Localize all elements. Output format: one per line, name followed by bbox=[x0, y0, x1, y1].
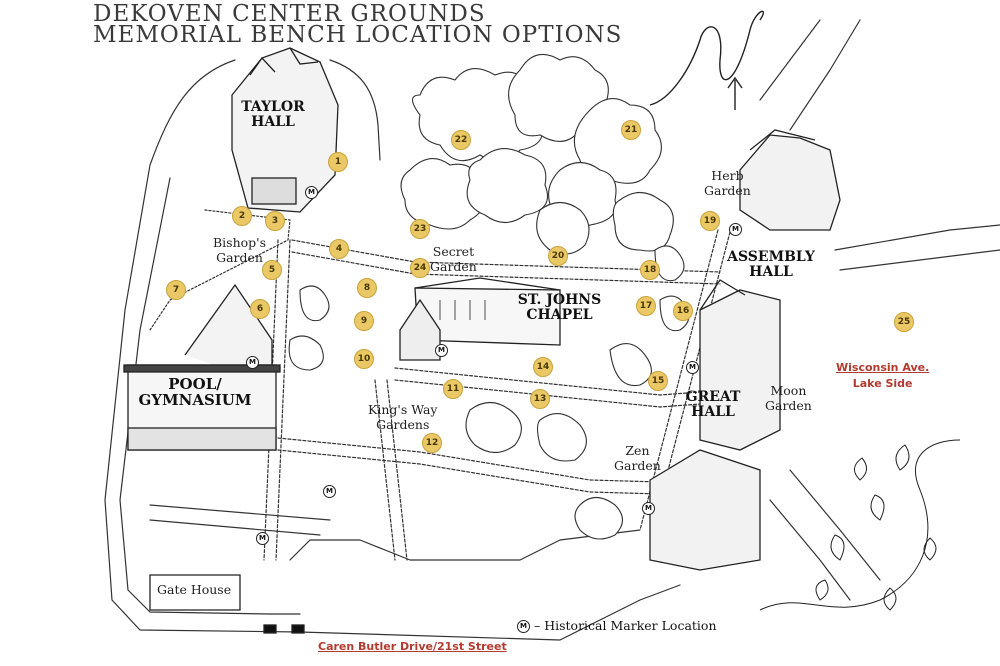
bench-pin-5[interactable]: 5 bbox=[262, 260, 282, 280]
pool-gym-label: POOL/ GYMNASIUM bbox=[135, 375, 255, 409]
kings-way-gardens-label: King's Way Gardens bbox=[368, 402, 438, 432]
tree-grove bbox=[288, 53, 690, 540]
bench-pin-4[interactable]: 4 bbox=[329, 239, 349, 259]
taylor-hall-drawing bbox=[231, 47, 339, 213]
bench-pin-9[interactable]: 9 bbox=[354, 311, 374, 331]
map-legend: M – Historical Marker Location bbox=[517, 618, 717, 633]
bench-pin-10[interactable]: 10 bbox=[354, 349, 374, 369]
bench-pin-11[interactable]: 11 bbox=[443, 379, 463, 399]
lake-side-text: Lake Side bbox=[852, 376, 913, 390]
historical-marker-great-hall[interactable]: M bbox=[686, 361, 699, 374]
walkway-kingsway bbox=[374, 379, 408, 561]
pool-gym-text: POOL/ GYMNASIUM bbox=[138, 375, 252, 409]
bench-pin-2[interactable]: 2 bbox=[232, 206, 252, 226]
bench-pin-24[interactable]: 24 bbox=[410, 258, 430, 278]
perimeter-road bbox=[104, 59, 381, 633]
historical-marker-pool[interactable]: M bbox=[246, 356, 259, 369]
gate-house-drawing bbox=[149, 574, 305, 634]
moon-garden-label: Moon Garden bbox=[765, 383, 812, 413]
walkway-south bbox=[277, 437, 661, 483]
wisconsin-ave-text: Wisconsin Ave. bbox=[836, 361, 930, 374]
bench-pin-21[interactable]: 21 bbox=[621, 120, 641, 140]
legend-marker-icon: M bbox=[517, 620, 530, 633]
herb-garden-label: Herb Garden bbox=[704, 168, 751, 198]
great-hall-drawing bbox=[649, 279, 781, 571]
historical-marker-chapel[interactable]: M bbox=[435, 344, 448, 357]
secret-garden-label: Secret Garden bbox=[430, 244, 477, 274]
historical-marker-south-drive[interactable]: M bbox=[323, 485, 336, 498]
bench-pin-18[interactable]: 18 bbox=[640, 260, 660, 280]
bishops-garden-label: Bishop's Garden bbox=[213, 235, 266, 265]
kings-way-gardens-text: King's Way Gardens bbox=[368, 402, 438, 432]
bench-pin-16[interactable]: 16 bbox=[673, 301, 693, 321]
wisconsin-ave-label: Wisconsin Ave. Lake Side bbox=[836, 360, 929, 392]
zen-garden-text: Zen Garden bbox=[614, 443, 661, 473]
taylor-hall-text: TAYLOR HALL bbox=[241, 99, 305, 130]
bench-pin-19[interactable]: 19 bbox=[700, 211, 720, 231]
bench-pin-6[interactable]: 6 bbox=[250, 299, 270, 319]
moon-garden-text: Moon Garden bbox=[765, 383, 812, 413]
bench-pin-13[interactable]: 13 bbox=[530, 389, 550, 409]
bench-pin-23[interactable]: 23 bbox=[410, 219, 430, 239]
bishops-garden-text: Bishop's Garden bbox=[213, 235, 267, 265]
herb-garden-text: Herb Garden bbox=[704, 168, 751, 198]
east-road bbox=[759, 19, 861, 131]
historical-marker-assembly-hall[interactable]: M bbox=[729, 223, 742, 236]
great-hall-label: GREAT HALL bbox=[683, 390, 743, 419]
historical-marker-zen-garden[interactable]: M bbox=[642, 502, 655, 515]
st-johns-chapel-label: ST. JOHNS CHAPEL bbox=[512, 293, 607, 322]
zen-garden-label: Zen Garden bbox=[614, 443, 661, 473]
caren-butler-drive-label: Caren Butler Drive/21st Street bbox=[318, 640, 507, 653]
gate-house-label: Gate House bbox=[157, 582, 232, 597]
bench-pin-20[interactable]: 20 bbox=[548, 246, 568, 266]
assembly-hall-label: ASSEMBLY HALL bbox=[726, 250, 816, 279]
taylor-hall-label: TAYLOR HALL bbox=[238, 100, 308, 129]
historical-marker-taylor-hall[interactable]: M bbox=[305, 186, 318, 199]
historical-marker-gate[interactable]: M bbox=[256, 532, 269, 545]
bench-pin-12[interactable]: 12 bbox=[422, 433, 442, 453]
assembly-hall-drawing bbox=[739, 129, 841, 231]
bench-pin-7[interactable]: 7 bbox=[166, 280, 186, 300]
bench-pin-3[interactable]: 3 bbox=[265, 211, 285, 231]
map-title-line2: MEMORIAL BENCH LOCATION OPTIONS bbox=[93, 22, 623, 48]
great-hall-text: GREAT HALL bbox=[685, 389, 741, 420]
bench-pin-15[interactable]: 15 bbox=[648, 371, 668, 391]
vine-decoration bbox=[759, 439, 961, 611]
bench-pin-25[interactable]: 25 bbox=[894, 312, 914, 332]
bench-pin-8[interactable]: 8 bbox=[357, 278, 377, 298]
map-title-line1: DEKOVEN CENTER GROUNDS bbox=[93, 1, 486, 27]
north-arrow bbox=[649, 10, 765, 110]
legend-label: – Historical Marker Location bbox=[534, 618, 717, 633]
bench-pin-14[interactable]: 14 bbox=[533, 357, 553, 377]
bench-pin-1[interactable]: 1 bbox=[328, 152, 348, 172]
assembly-hall-text: ASSEMBLY HALL bbox=[727, 249, 815, 280]
bench-pin-17[interactable]: 17 bbox=[636, 296, 656, 316]
st-johns-chapel-text: ST. JOHNS CHAPEL bbox=[517, 292, 602, 323]
secret-garden-text: Secret Garden bbox=[430, 244, 477, 274]
walkway-middle bbox=[394, 367, 701, 396]
bench-pin-22[interactable]: 22 bbox=[451, 130, 471, 150]
